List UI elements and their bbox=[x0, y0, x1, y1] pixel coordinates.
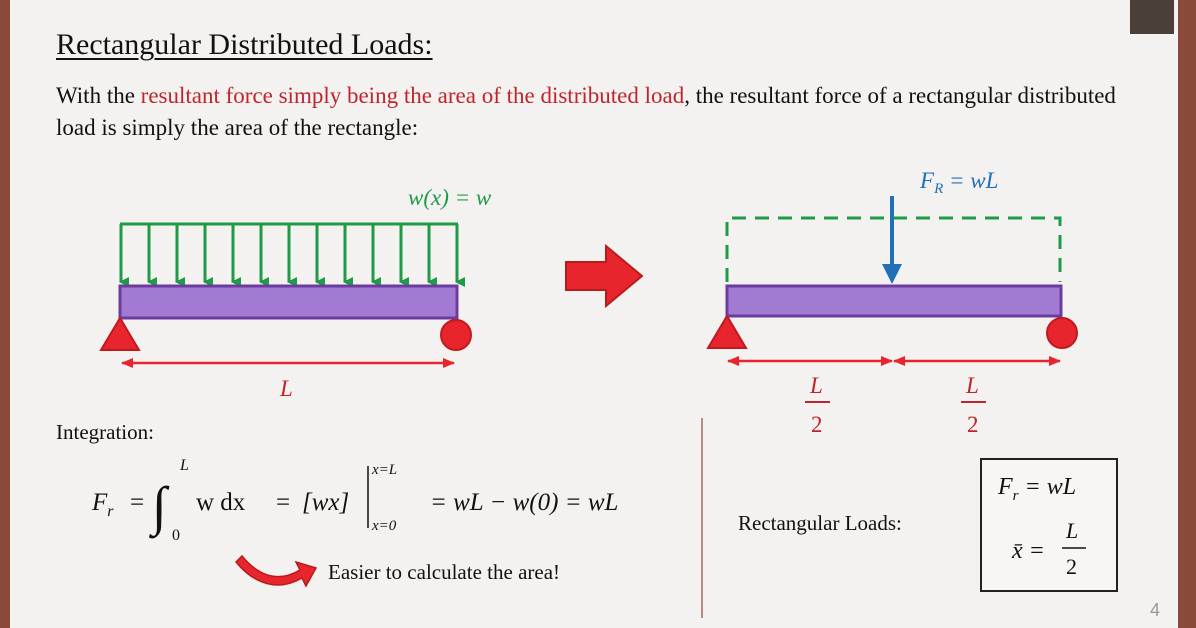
load-label: w(x) = w bbox=[408, 185, 492, 210]
integral-lower-limit: 0 bbox=[172, 527, 180, 544]
right-beam bbox=[725, 284, 1063, 318]
beam-diagrams: w(x) = w L FR = wL L 2 L 2 Fr = ∫ L 0 w … bbox=[91, 168, 1078, 618]
result-formulas: Fr = wL x̄ = L 2 bbox=[997, 474, 1086, 579]
intro-highlight: resultant force simply being the area of… bbox=[140, 83, 685, 108]
integral-equals-2: = bbox=[276, 489, 290, 516]
presenter-video-thumbnail bbox=[1130, 0, 1174, 34]
rectangular-loads-label: Rectangular Loads: bbox=[738, 511, 902, 535]
transform-arrow-icon bbox=[565, 243, 644, 309]
eval-upper-limit: x=L bbox=[371, 462, 397, 478]
left-length-label: L bbox=[279, 376, 293, 401]
right-roller-support-icon bbox=[1046, 317, 1078, 349]
left-beam bbox=[118, 284, 459, 320]
result-line1: Fr = wL bbox=[997, 474, 1076, 504]
result-line2-lhs: x̄ = bbox=[1011, 538, 1045, 564]
resultant-force-arrowhead-icon bbox=[882, 264, 902, 284]
integral-equals: = bbox=[130, 489, 144, 516]
integral-sign-icon: ∫ bbox=[149, 476, 170, 539]
resultant-label: FR = wL bbox=[919, 168, 998, 197]
result-line2-num: L bbox=[1065, 518, 1078, 543]
curved-arrow-icon bbox=[234, 554, 318, 588]
evaluated-bracket: [wx] bbox=[302, 489, 349, 516]
left-pin-support-icon bbox=[99, 316, 141, 351]
right-pin-support-icon bbox=[706, 314, 748, 349]
left-roller-support-icon bbox=[440, 319, 472, 351]
easier-note: Easier to calculate the area! bbox=[328, 560, 561, 584]
integral-lhs: Fr bbox=[91, 489, 114, 520]
half-length-den-left: 2 bbox=[811, 412, 823, 437]
distributed-load-arrows bbox=[119, 222, 465, 287]
intro-text-start: With the bbox=[56, 83, 141, 108]
slide-title: Rectangular Distributed Loads: bbox=[56, 28, 433, 61]
integration-label: Integration: bbox=[56, 420, 154, 444]
integral-result: = wL − w(0) = wL bbox=[430, 489, 618, 516]
eval-lower-limit: x=0 bbox=[371, 518, 397, 534]
result-line2-den: 2 bbox=[1066, 554, 1077, 579]
page-number: 4 bbox=[1150, 600, 1161, 620]
half-length-num-left: L bbox=[809, 373, 823, 398]
intro-text-end: , the resultant force of a rectangular d… bbox=[56, 83, 1116, 140]
intro-paragraph: With the resultant force simply being th… bbox=[56, 80, 1156, 144]
half-length-den-right: 2 bbox=[967, 412, 979, 437]
result-box: Fr = wL x̄ = L 2 bbox=[980, 458, 1118, 592]
slide: Rectangular Distributed Loads: With the … bbox=[10, 0, 1178, 628]
half-length-num-right: L bbox=[965, 373, 979, 398]
integrand: w dx bbox=[196, 489, 246, 516]
integral-upper-limit: L bbox=[179, 457, 189, 474]
